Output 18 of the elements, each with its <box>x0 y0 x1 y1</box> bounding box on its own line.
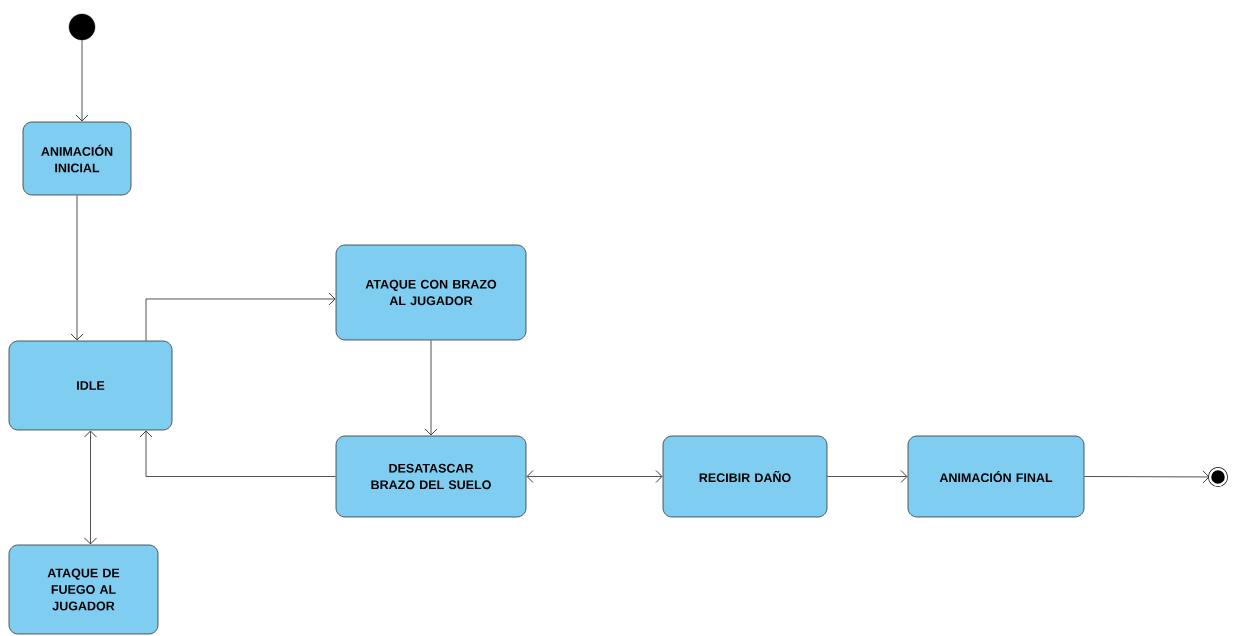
arrow <box>139 430 336 477</box>
state-box: ATAQUE CON BRAZO AL JUGADOR <box>335 244 527 341</box>
state-box: ANIMACIÓN INICIAL <box>22 121 132 196</box>
arrow <box>827 470 908 483</box>
arrow <box>424 340 438 436</box>
state-box: DESATASCAR BRAZO DEL SUELO <box>335 435 527 518</box>
arrow <box>526 470 663 483</box>
arrow <box>70 195 84 341</box>
arrow <box>1084 470 1210 484</box>
arrow <box>84 430 97 545</box>
state-box: ATAQUE DE FUEGO AL JUGADOR <box>8 544 159 635</box>
state-box: RECIBIR DAÑO <box>662 435 828 518</box>
arrow <box>145 292 336 341</box>
end-circle <box>1208 467 1228 487</box>
start-circle <box>68 13 96 41</box>
state-box: ANIMACIÓN FINAL <box>907 435 1085 518</box>
arrow <box>75 39 89 122</box>
state-box: IDLE <box>8 340 173 431</box>
